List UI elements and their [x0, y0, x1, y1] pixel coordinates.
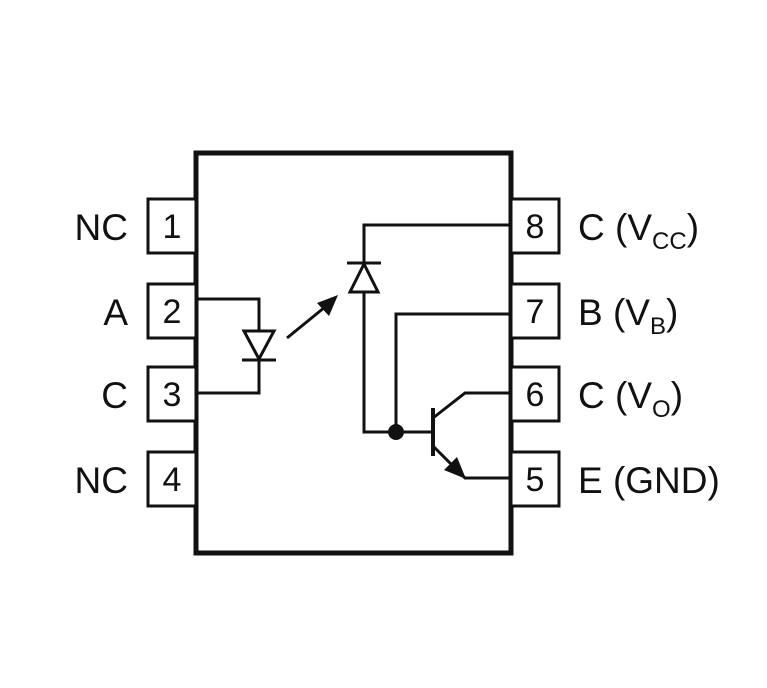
junction-dot	[388, 424, 404, 440]
light-arrow-icon	[317, 295, 338, 316]
pin-1-label: NC	[75, 207, 128, 248]
pin-1-number: 1	[163, 208, 182, 246]
led-triangle	[241, 329, 277, 363]
pin-8-label: C (VCC)	[578, 207, 699, 255]
led-cathode-wire	[196, 360, 261, 395]
transistor-emitter	[431, 444, 511, 480]
pin-4-label: NC	[75, 460, 128, 501]
pin-5-label: E (GND)	[578, 460, 720, 501]
pin-4-number: 4	[163, 461, 182, 499]
pin-1-box	[146, 197, 198, 255]
pin-7-number: 7	[526, 293, 545, 331]
pin-2-number: 2	[163, 293, 182, 331]
pin-6-label: C (VO)	[578, 375, 683, 423]
photodiode-anode-wire	[362, 292, 433, 434]
left-pins	[146, 197, 198, 508]
pin-8-box	[509, 197, 561, 255]
pin-2-box	[146, 282, 198, 340]
emitter-arrow-icon	[444, 457, 466, 479]
pin-3-label: C	[101, 375, 128, 416]
pin-5-number: 5	[526, 461, 545, 499]
photodiode-vcc-wire	[362, 223, 511, 263]
led-anode-wire	[196, 297, 261, 330]
pin-7-label: B (VB)	[578, 292, 678, 340]
pin-3-box	[146, 365, 198, 423]
pin-3-number: 3	[163, 376, 182, 414]
transistor-collector	[432, 391, 511, 420]
pin-6-box	[509, 365, 561, 423]
pin-6-number: 6	[526, 376, 545, 414]
internal-circuit	[196, 223, 511, 480]
package-body	[193, 150, 514, 556]
pin-7-box	[509, 282, 561, 340]
light-arrow-line	[286, 305, 326, 340]
pin-8-number: 8	[526, 208, 545, 246]
photodiode-triangle	[347, 260, 381, 294]
right-pins	[509, 197, 561, 508]
pin-4-box	[146, 450, 198, 508]
base-wire	[394, 312, 511, 432]
pin-2-label: A	[103, 292, 128, 333]
